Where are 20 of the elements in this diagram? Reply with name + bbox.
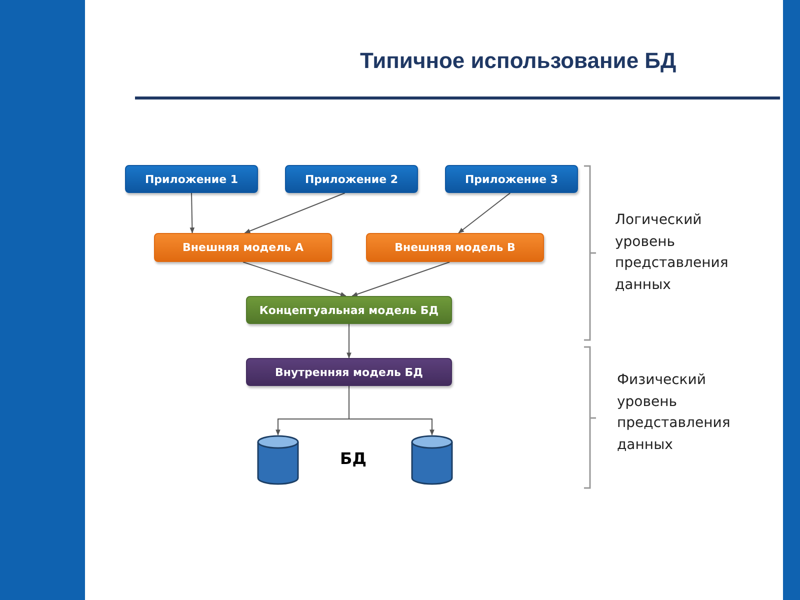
database-cylinder bbox=[411, 435, 453, 485]
process-box: Приложение 2 bbox=[285, 165, 418, 193]
arrow bbox=[352, 262, 450, 296]
process-box: Внутренняя модель БД bbox=[246, 358, 452, 386]
level-label: Физический уровень представления данных bbox=[617, 371, 732, 456]
database-cylinder bbox=[257, 435, 299, 485]
arrow bbox=[242, 262, 346, 297]
db-label: БД bbox=[340, 448, 368, 470]
process-box: Концептуальная модель БД bbox=[246, 296, 452, 324]
arrow bbox=[348, 386, 434, 436]
process-box: Приложение 1 bbox=[125, 165, 258, 193]
process-box: Внешняя модель A bbox=[154, 233, 332, 262]
arrow bbox=[190, 192, 195, 234]
process-box: Приложение 3 bbox=[445, 165, 578, 193]
slide-title: Типичное использование БД bbox=[360, 48, 678, 74]
arrow bbox=[346, 324, 352, 359]
level-label: Логический уровень представления данных bbox=[615, 211, 730, 296]
arrow bbox=[244, 192, 346, 234]
arrow bbox=[458, 192, 511, 234]
process-box: Внешняя модель B bbox=[366, 233, 544, 262]
